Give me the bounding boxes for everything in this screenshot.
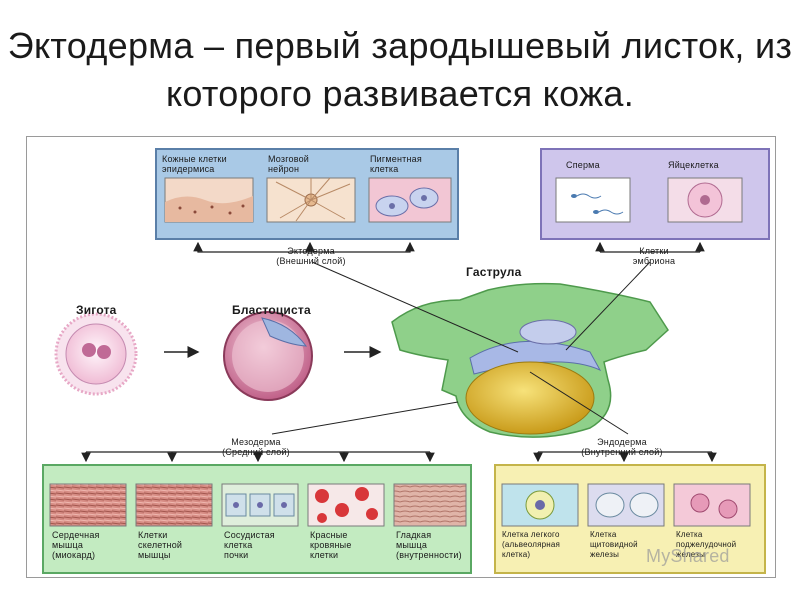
pigment-cell-image <box>368 177 452 223</box>
mesoderm-cell-label: Сердечная мышца (миокард) <box>52 530 100 560</box>
mesoderm-cell-label: Гладкая мышца (внутренности) <box>396 530 462 560</box>
watermark-logo: MyShared <box>646 546 730 566</box>
epidermis-image <box>164 177 254 223</box>
thyroid-cell-image <box>587 483 665 527</box>
mesoderm-cell-label: Сосудистая клетка почки <box>224 530 275 560</box>
cardiac-muscle-image <box>49 483 127 527</box>
endoderm-cell-label: Клетка щитовидной железы <box>590 530 638 559</box>
egg-cell-image <box>667 177 743 223</box>
germ-cell-label: Сперма <box>566 160 600 170</box>
ectoderm-cell-label: Мозговой нейрон <box>268 154 310 174</box>
mesoderm-cell-label: Красные кровяные клетки <box>310 530 352 560</box>
gastrula-image <box>391 282 669 438</box>
kidney-cell-image <box>221 483 299 527</box>
slide-title: Эктодерма – первый зародышевый листок, и… <box>7 25 793 114</box>
ectoderm-cell-label: Кожные клетки эпидермиса <box>162 154 227 174</box>
blastocyst-label: Бластоциста <box>232 303 311 317</box>
mesoderm-cell-label: Клетки скелетной мышцы <box>138 530 183 560</box>
endoderm-label: Эндодерма (Внутренний слой) <box>581 437 663 457</box>
zygote-label: Зигота <box>76 303 117 317</box>
blastocyst-image <box>223 311 313 401</box>
mesoderm-label: Мезодерма (Средний слой) <box>222 437 290 457</box>
zygote-image <box>54 312 138 396</box>
neuron-image <box>266 177 356 223</box>
lung-cell-image <box>501 483 579 527</box>
germ-cells-label: Клетки эмбриона <box>632 246 676 266</box>
red-blood-cells-image <box>307 483 385 527</box>
ectoderm-cell-label: Пигментная клетка <box>370 154 422 174</box>
skeletal-muscle-image <box>135 483 213 527</box>
endoderm-cell-label: Клетка легкого (альвеолярная клетка) <box>502 530 561 559</box>
smooth-muscle-image <box>393 483 467 527</box>
germ-cell-label: Яйцеклетка <box>668 160 719 170</box>
gastrula-label: Гаструла <box>466 265 522 279</box>
sperm-image <box>555 177 631 223</box>
endoderm-cell-label: Клетка поджелудочной железы <box>676 530 737 559</box>
pancreas-cell-image <box>673 483 751 527</box>
ectoderm-label: Эктодерма (Внешний слой) <box>276 246 346 266</box>
